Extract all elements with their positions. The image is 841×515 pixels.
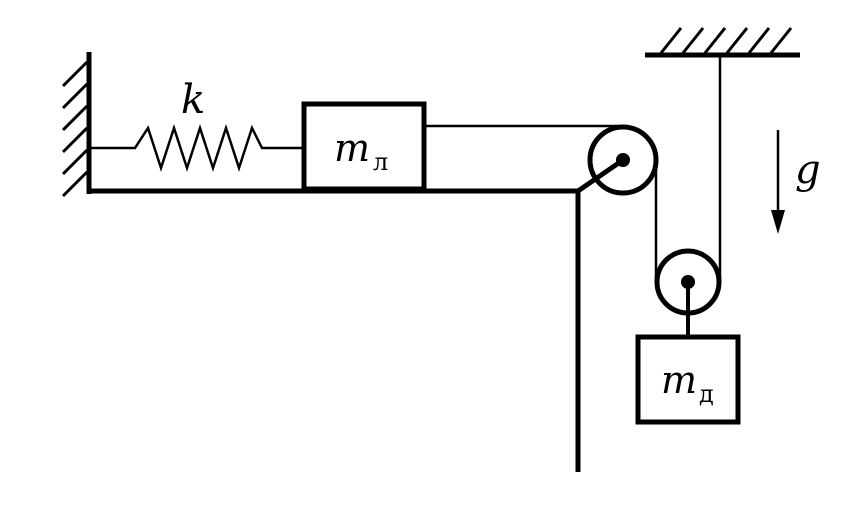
slider-mass-subscript: л [373,148,388,176]
spring [89,123,303,173]
wall-support-icon [61,52,92,198]
hanging-mass-subscript: д [699,380,714,408]
spring-constant-label: k [181,77,205,123]
table-surface [87,188,581,472]
ceiling-support-icon [645,27,800,58]
slider-block: m л [301,101,427,192]
gravity-label: g [795,147,821,193]
hanging-block: m д [635,334,741,425]
rope-vertical [654,55,722,282]
slider-mass-symbol: m [334,126,370,170]
hanging-mass-symbol: m [661,358,697,402]
fixed-pulley [576,124,659,196]
svg-text:k: k [181,77,205,123]
movable-pulley [654,248,722,337]
svg-text:g: g [795,147,821,193]
down-arrow-icon [771,130,785,234]
